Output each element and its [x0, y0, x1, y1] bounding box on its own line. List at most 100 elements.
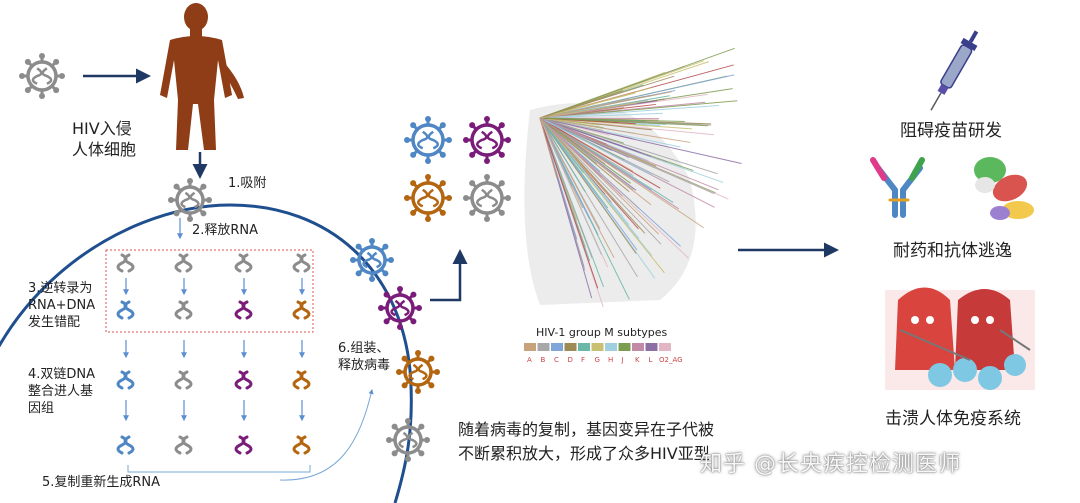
step6-label: 6.组装、 释放病毒: [338, 341, 391, 373]
tree-branch: [539, 117, 599, 289]
variant-virus-blue-icon: [404, 116, 452, 164]
legend-swatch: [591, 343, 604, 351]
tree-branch: [539, 117, 680, 210]
legend-label: J: [621, 356, 624, 364]
tree-branch: [539, 117, 609, 268]
tree-branch: [539, 117, 718, 175]
tree-branch: [539, 91, 672, 119]
syringe-icon: [930, 30, 979, 111]
step1-label: 1.吸附: [228, 176, 267, 191]
resistance-label: 耐药和抗体逃逸: [893, 241, 1012, 261]
tree-branch: [539, 117, 586, 193]
tree-branch: [539, 117, 612, 200]
tree-branch: [539, 117, 593, 259]
legend-label: B: [541, 356, 546, 364]
tree-title: HIV-1 group M subtypes: [536, 326, 668, 339]
dsdna-strand-icon: [174, 370, 193, 390]
step3-label: 3.逆转录为 RNA+DNA 发生错配: [28, 281, 96, 330]
legend-swatch: [564, 343, 577, 351]
dsdna-strand-icon: [234, 370, 253, 390]
tree-branch: [539, 102, 637, 119]
tree-branch: [539, 90, 624, 119]
legend-swatch: [632, 343, 644, 351]
rna-dna-strand-icon: [174, 300, 193, 320]
hiv-invade-label: HIV入侵 人体细胞: [72, 119, 137, 159]
legend-swatch: [578, 343, 590, 351]
subtypes-caption: 随着病毒的复制，基因变异在子代被 不断累积放大，形成了众多HIV亚型: [458, 420, 715, 463]
immune-battle-icon: [885, 287, 1035, 390]
tree-branch: [539, 117, 584, 174]
new-rna-strand-icon: [234, 435, 253, 455]
to-tree-arrow: [430, 249, 468, 302]
rna-dna-strand-icon: [234, 300, 253, 320]
new-rna-strand-icon: [292, 435, 311, 455]
legend-label: C: [554, 356, 559, 364]
tree-branch: [539, 117, 652, 157]
new-rna-strand-icon: [174, 435, 193, 455]
new-rna-strand-icon: [116, 435, 135, 455]
tree-branch: [539, 112, 663, 119]
step2-label: 2.释放RNA: [192, 223, 259, 238]
dsdna-strand-icon: [292, 370, 311, 390]
legend-label: O2_AG: [659, 356, 683, 364]
rna-dna-strand-icon: [292, 300, 311, 320]
tree-branch: [539, 117, 623, 197]
replication-loop: [127, 465, 311, 473]
tree-branch: [539, 117, 661, 189]
dsdna-strand-icon: [116, 370, 135, 390]
pills-icon: [974, 157, 1034, 220]
tree-branch: [539, 117, 719, 191]
tree-branch: [539, 105, 719, 119]
legend-label: L: [649, 356, 653, 364]
legend-label: A: [527, 356, 532, 364]
tree-branch: [539, 117, 590, 219]
tree-branch: [539, 92, 636, 119]
antibody-icon: [870, 157, 925, 218]
budding-virus-gray-icon: [386, 418, 430, 462]
rna-strand-icon: [174, 253, 193, 273]
budding-virus-purple-icon: [378, 286, 422, 330]
watermark: 知乎 @长央疾控检测医师: [700, 452, 961, 477]
legend-label: F: [581, 356, 585, 364]
tree-branch: [539, 117, 615, 258]
budding-virus-blue-icon: [350, 238, 394, 282]
legend-label: K: [635, 356, 640, 364]
legend-swatch: [551, 343, 563, 351]
human-figure-icon: [160, 3, 244, 150]
variant-virus-purple-icon: [463, 116, 511, 164]
tree-branch: [539, 117, 691, 143]
immune-label: 击溃人体免疫系统: [885, 409, 1021, 429]
tree-branch: [539, 117, 742, 165]
release-curve: [279, 389, 374, 481]
legend-swatch: [645, 343, 658, 351]
tree-branch: [539, 117, 685, 122]
tree-branch: [539, 117, 558, 178]
tree-branch: [539, 117, 662, 245]
rna-strand-icon: [292, 253, 311, 273]
rna-strand-icon: [116, 253, 135, 273]
legend-swatch: [605, 343, 617, 351]
incoming-virus-icon: [19, 53, 65, 99]
tree-branch: [539, 117, 631, 184]
attaching-virus-icon: [168, 178, 212, 222]
vaccine-label: 阻碍疫苗研发: [900, 121, 1002, 141]
tree-branch: [539, 117, 715, 195]
legend-swatch: [537, 343, 550, 351]
legend-label: G: [595, 356, 600, 364]
phylogenetic-tree: [524, 47, 742, 307]
step5-label: 5.复制重新生成RNA: [42, 475, 161, 490]
legend-label: H: [608, 356, 613, 364]
reverse-transcription-box: [105, 249, 314, 333]
tree-branch: [539, 47, 735, 119]
tree-branch: [539, 117, 653, 176]
variant-virus-gray-icon: [463, 174, 511, 222]
rna-dna-strand-icon: [116, 300, 135, 320]
tree-branch: [539, 117, 600, 126]
tree-branch: [539, 117, 638, 251]
legend-swatch: [618, 343, 631, 351]
legend-swatch: [524, 343, 536, 351]
legend-swatch: [659, 343, 671, 351]
tree-branch: [539, 117, 652, 206]
